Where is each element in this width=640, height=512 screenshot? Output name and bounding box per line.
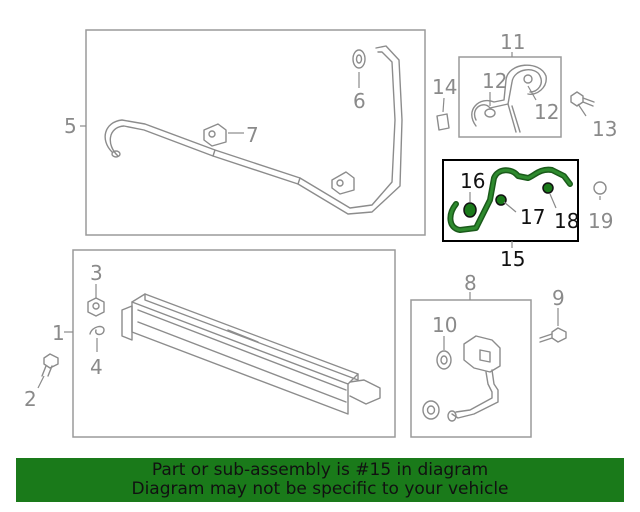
oil-cooler-hose-assembly <box>471 64 547 133</box>
bolt-2 <box>41 353 59 377</box>
callout-6[interactable]: 6 <box>353 89 366 113</box>
callout-3[interactable]: 3 <box>90 261 103 285</box>
callout-15[interactable]: 15 <box>500 247 525 271</box>
group-box-5 <box>85 29 426 236</box>
banner-line-1: Part or sub-assembly is #15 in diagram <box>151 460 489 480</box>
callout-2[interactable]: 2 <box>24 387 37 411</box>
info-banner: Part or sub-assembly is #15 in diagram D… <box>16 458 624 502</box>
callout-19[interactable]: 19 <box>588 209 613 233</box>
callout-8[interactable]: 8 <box>464 271 477 295</box>
bracket-clip <box>436 113 450 131</box>
banner-line-2: Diagram may not be specific to your vehi… <box>131 479 509 499</box>
seal-10 <box>436 350 452 370</box>
seal-lower <box>422 400 440 420</box>
grommet-3 <box>87 297 105 317</box>
pipe-grommet <box>352 49 366 69</box>
cap-19 <box>593 181 607 195</box>
callout-11[interactable]: 11 <box>500 30 525 54</box>
callout-13[interactable]: 13 <box>592 117 617 141</box>
callout-10[interactable]: 10 <box>432 313 457 337</box>
callout-1[interactable]: 1 <box>52 321 65 345</box>
callout-4[interactable]: 4 <box>90 355 103 379</box>
group-box-15[interactable] <box>442 159 579 242</box>
bolt-13 <box>570 91 595 107</box>
callout-17[interactable]: 17 <box>520 205 545 229</box>
callout-16[interactable]: 16 <box>460 169 485 193</box>
cooler-hose-highlighted[interactable] <box>447 166 573 233</box>
pipe-clip-upper <box>203 123 227 147</box>
cooler-pipe-assembly <box>104 45 403 215</box>
pipe-clip-lower <box>331 171 355 195</box>
leader-lines <box>37 52 601 389</box>
callout-14[interactable]: 14 <box>432 75 457 99</box>
group-box-11 <box>458 56 562 138</box>
group-box-1 <box>72 249 396 438</box>
cooler-adapter-assembly <box>447 335 501 422</box>
bolt-9 <box>539 327 567 343</box>
callout-12-a[interactable]: 12 <box>482 69 507 93</box>
transmission-oil-cooler <box>121 293 381 415</box>
callout-12-b[interactable]: 12 <box>534 100 559 124</box>
group-box-8 <box>410 299 532 438</box>
callout-7[interactable]: 7 <box>246 123 259 147</box>
clip-4 <box>89 325 105 336</box>
callout-18[interactable]: 18 <box>554 209 579 233</box>
callout-5[interactable]: 5 <box>64 114 77 138</box>
callout-9[interactable]: 9 <box>552 286 565 310</box>
